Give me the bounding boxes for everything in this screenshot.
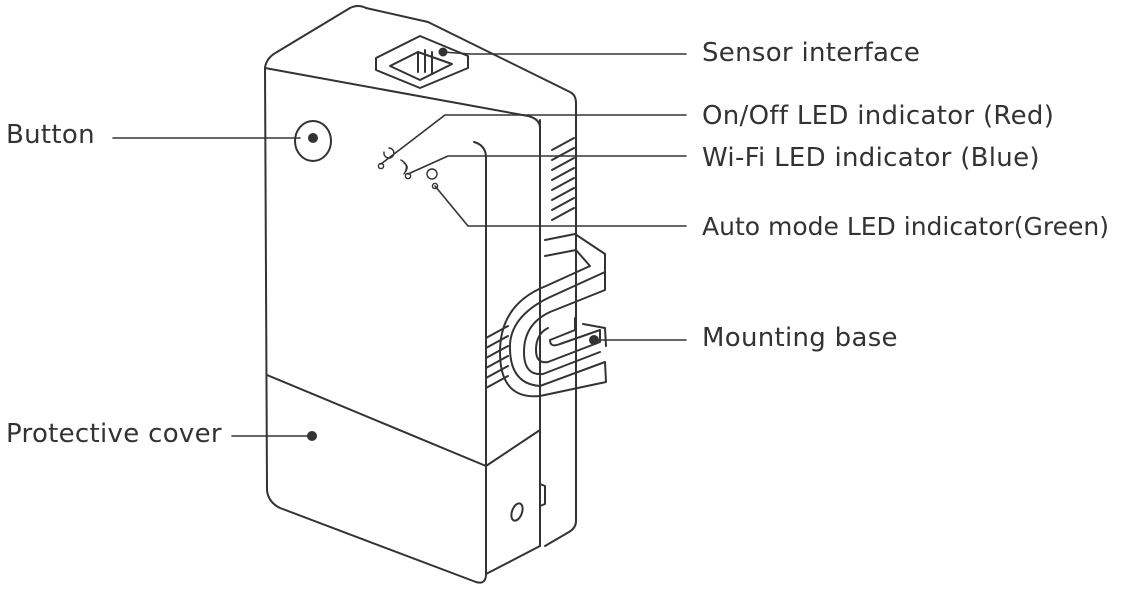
- power-button: [294, 120, 332, 162]
- label-button: Button: [6, 120, 95, 150]
- label-auto-led: Auto mode LED indicator(Green): [702, 212, 1110, 241]
- label-mounting-base: Mounting base: [702, 323, 898, 353]
- mounting-base-bracket: [499, 233, 607, 398]
- auto-led-leader: [434, 185, 687, 227]
- device-side-panel: [427, 21, 577, 547]
- device-top-face: [264, 5, 541, 129]
- upper-side-vents: [551, 137, 575, 221]
- sensor-interface-leader: [442, 51, 687, 55]
- onoff-led-leader: [380, 114, 687, 165]
- protective-cover-outline: [266, 374, 546, 522]
- callout-dots: [307, 47, 599, 441]
- label-protective-cover: Protective cover: [6, 419, 222, 449]
- wifi-led-leader: [407, 155, 687, 175]
- label-onoff-led: On/Off LED indicator (Red): [702, 101, 1055, 131]
- label-sensor-interface: Sensor interface: [702, 38, 921, 68]
- label-wifi-led: Wi-Fi LED indicator (Blue): [702, 143, 1040, 173]
- lower-side-vents: [485, 325, 509, 389]
- callout-lines: [112, 51, 687, 437]
- sensor-interface-port: [375, 35, 469, 89]
- led-indicators: [377, 147, 439, 190]
- device-front-face: [264, 67, 541, 584]
